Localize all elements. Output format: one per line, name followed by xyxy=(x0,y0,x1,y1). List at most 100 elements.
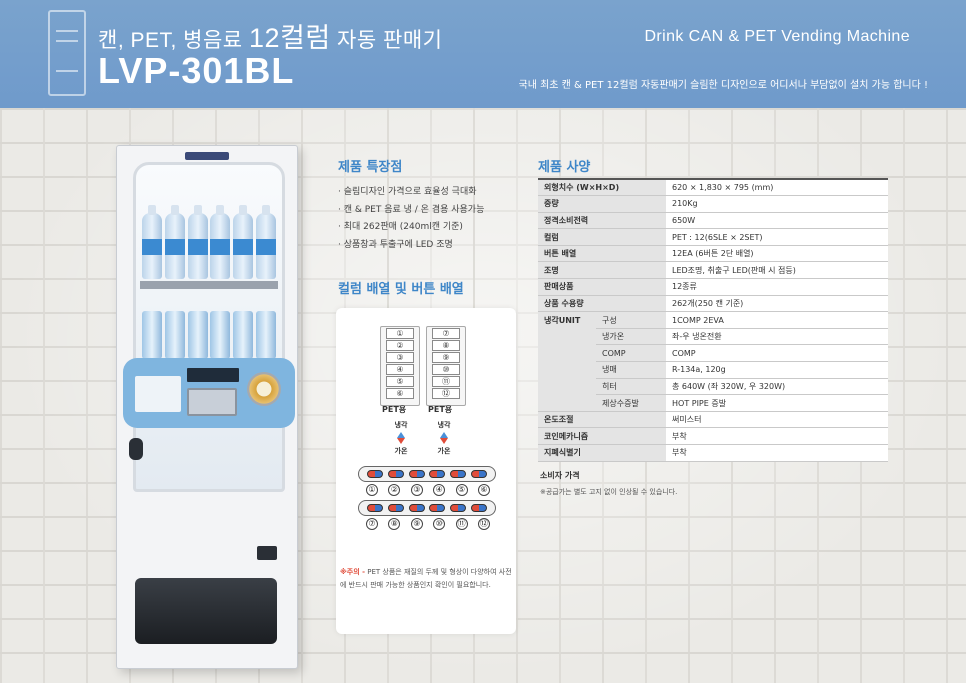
select-button-icon xyxy=(387,470,404,478)
column-cell: ⑨ xyxy=(432,352,460,363)
features-title: 제품 특장점 xyxy=(338,160,403,175)
product-subtitle: 캔, PET, 병음료 12컬럼 자동 판매기 xyxy=(98,23,443,53)
button-number: ⑨ xyxy=(410,518,423,530)
tagline: 국내 최초 캔 & PET 12컬럼 자동판매기 슬림한 디자인으로 어디서나 … xyxy=(518,80,929,91)
feature-item: 슬림디자인 가격으로 효율성 극대화 xyxy=(338,184,484,202)
column-cell: ② xyxy=(386,340,414,351)
english-title: Drink CAN & PET Vending Machine xyxy=(644,28,910,45)
button-number: ④ xyxy=(433,484,446,496)
price-title: 소비자 가격 xyxy=(540,471,580,480)
button-number: ⑫ xyxy=(477,518,490,530)
button-number: ⑩ xyxy=(433,518,446,530)
column-cell: ⑩ xyxy=(432,364,460,375)
column-layout-card: ① ② ③ ④ ⑤ ⑥ ⑦ ⑧ ⑨ ⑩ ⑪ ⑫ PET용 PET용 냉각 가온 … xyxy=(336,308,516,634)
button-number: ⑦ xyxy=(366,518,378,530)
column-cell: ⑤ xyxy=(386,376,414,387)
select-button-icon xyxy=(449,470,466,478)
warm-arrow-icon xyxy=(440,438,448,444)
pet-label-right: PET용 xyxy=(428,405,453,414)
cool-arrow-icon xyxy=(397,432,405,438)
feature-item: 상품창과 투출구에 LED 조명 xyxy=(338,237,484,255)
select-button-icon xyxy=(408,470,425,478)
select-button-icon xyxy=(429,504,446,512)
caution-note: ※주의 - PET 상품은 재질의 두께 및 형상이 다양하여 사전에 반드시 … xyxy=(340,568,512,589)
right-columns: ⑦ ⑧ ⑨ ⑩ ⑪ ⑫ xyxy=(432,328,460,399)
select-button-icon xyxy=(408,504,425,512)
button-number: ② xyxy=(388,484,401,496)
model-number: LVP-301BL xyxy=(98,50,295,91)
can-row xyxy=(142,311,276,359)
button-bar-bottom xyxy=(358,500,496,516)
brand-badge xyxy=(185,152,229,160)
button-number: ⑥ xyxy=(477,484,490,496)
price-note: ※공급가는 별도 고지 없이 인상될 수 있습니다. xyxy=(540,488,678,496)
column-cell: ③ xyxy=(386,352,414,363)
coin-slot-icon xyxy=(247,372,281,406)
button-number: ① xyxy=(366,484,378,496)
column-cell: ⑧ xyxy=(432,340,460,351)
feature-item: 캔 & PET 음료 냉 / 온 겸용 사용가능 xyxy=(338,202,485,220)
button-numbers-bottom: ⑦ ⑧ ⑨ ⑩ ⑪ ⑫ xyxy=(366,518,490,530)
select-button-icon xyxy=(367,504,384,512)
control-panel xyxy=(123,358,295,428)
button-bar-top xyxy=(358,466,496,482)
features-list: 슬림디자인 가격으로 효율성 극대화 캔 & PET 음료 냉 / 온 겸용 사… xyxy=(338,184,485,255)
left-columns: ① ② ③ ④ ⑤ ⑥ xyxy=(386,328,414,399)
vending-machine-image xyxy=(116,145,298,669)
button-numbers-top: ① ② ③ ④ ⑤ ⑥ xyxy=(366,484,490,496)
header-banner: 캔, PET, 병음료 12컬럼 자동 판매기 LVP-301BL Drink … xyxy=(0,0,966,108)
button-number: ⑤ xyxy=(455,484,468,496)
column-cell: ① xyxy=(386,328,414,339)
button-number: ③ xyxy=(410,484,423,496)
warm-arrow-icon xyxy=(397,438,405,444)
warm-label-left: 가온 xyxy=(394,447,408,455)
button-number: ⑪ xyxy=(455,518,468,530)
display-screen xyxy=(187,368,239,382)
coin-return xyxy=(257,546,277,560)
select-button-icon xyxy=(429,470,446,478)
column-cell: ⑫ xyxy=(432,388,460,399)
dispense-bin xyxy=(135,578,277,644)
column-cell: ⑦ xyxy=(432,328,460,339)
select-button-icon xyxy=(387,504,404,512)
specs-title: 제품 사양 xyxy=(538,160,591,175)
feature-item: 최대 262판매 (240ml캔 기준) xyxy=(338,219,484,237)
cool-label-left: 냉각 xyxy=(394,421,408,429)
column-cell: ④ xyxy=(386,364,414,375)
shelf xyxy=(140,281,278,289)
column-cell: ⑥ xyxy=(386,388,414,399)
layout-title: 컬럼 배열 및 버튼 배열 xyxy=(338,282,464,297)
column-cell: ⑪ xyxy=(432,376,460,387)
lock-handle xyxy=(129,438,143,460)
select-button-icon xyxy=(470,470,487,478)
info-panel xyxy=(135,376,181,412)
cool-label-right: 냉각 xyxy=(437,421,451,429)
button-number: ⑧ xyxy=(388,518,401,530)
vending-machine-logo-icon xyxy=(48,10,86,96)
product-window xyxy=(133,162,285,492)
bill-acceptor xyxy=(187,388,237,416)
select-button-icon xyxy=(470,504,487,512)
table-row: 외형치수 (W×H×D)620 × 1,830 × 795 (mm) xyxy=(538,178,888,197)
bottle-row-top xyxy=(142,205,276,279)
warm-label-right: 가온 xyxy=(437,447,451,455)
pet-label-left: PET용 xyxy=(382,405,407,414)
cool-arrow-icon xyxy=(440,432,448,438)
